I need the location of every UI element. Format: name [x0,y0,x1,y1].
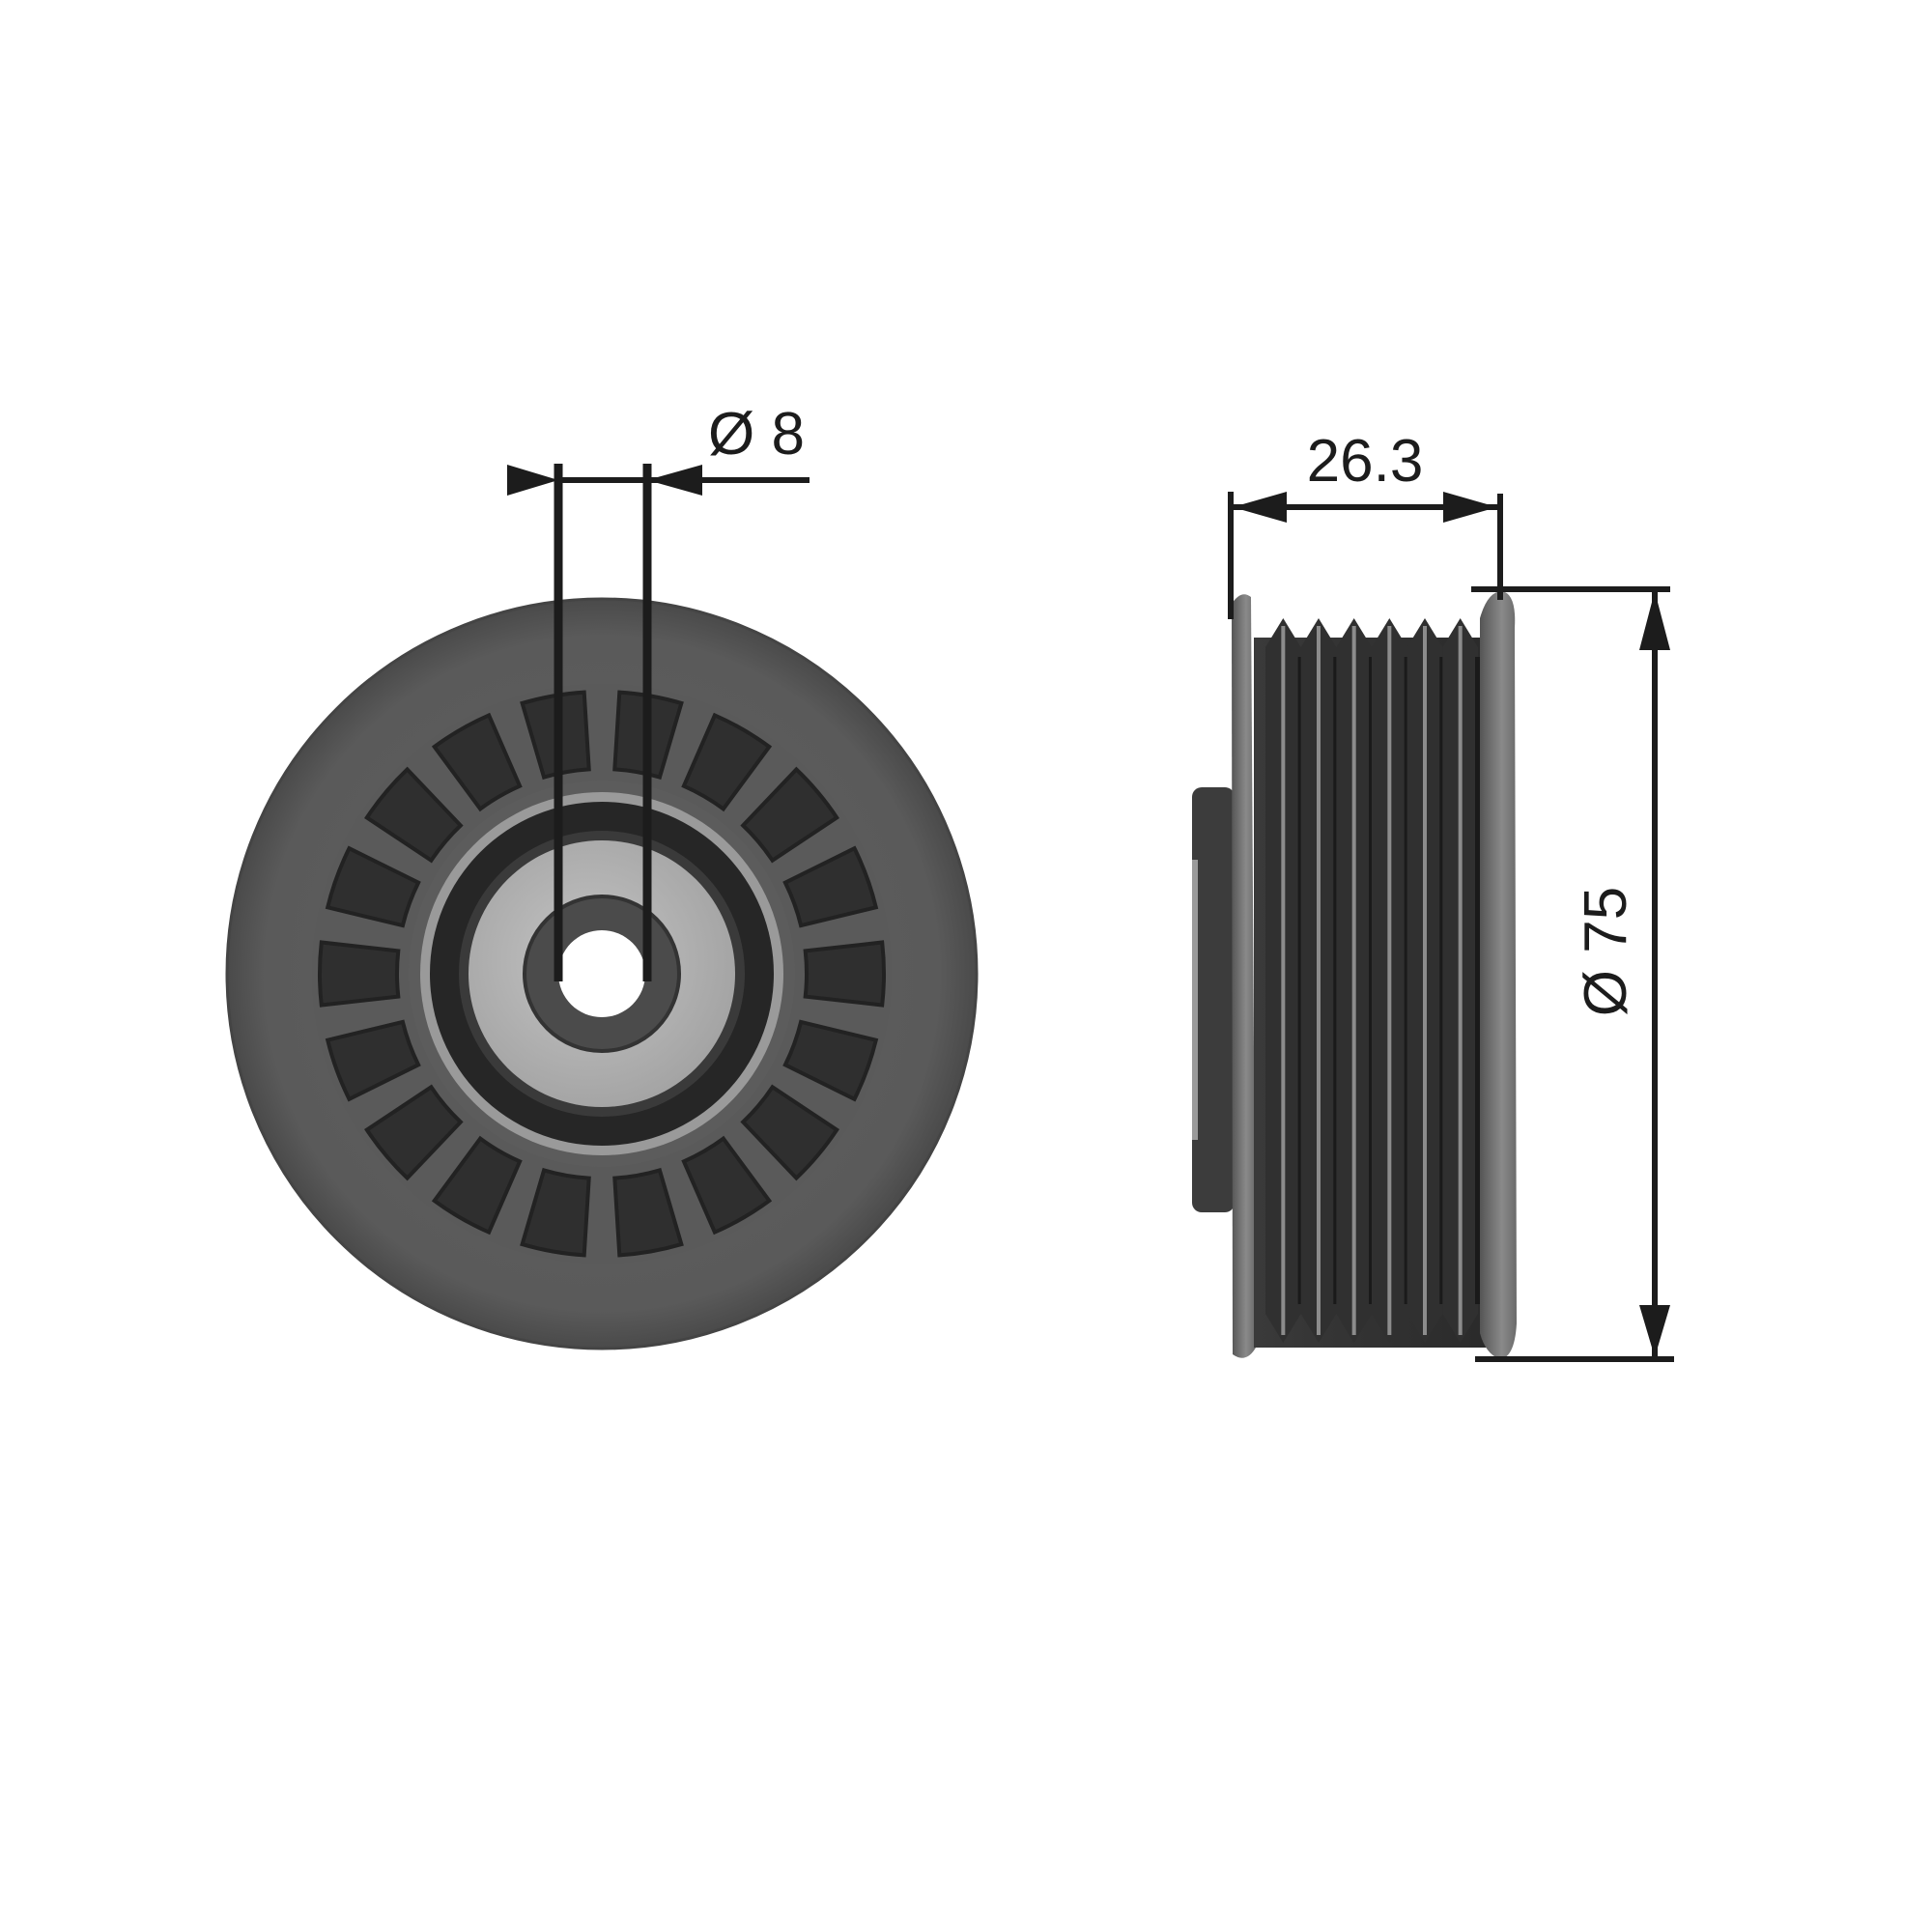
outer-diameter-dimension [1471,586,1674,1362]
arrow-left-icon [647,465,702,496]
pocket [431,1135,523,1236]
pocket [681,1135,773,1236]
arrow-down-icon [1639,1305,1670,1357]
arrow-up-icon [1639,591,1670,650]
arrow-right-icon [507,465,558,496]
pocket [782,1019,879,1102]
pocket [681,712,773,812]
pocket [318,940,401,1008]
pocket [325,1019,421,1102]
bore-dimension-label: Ø 8 [708,401,805,468]
right-flange [1480,591,1517,1359]
outer-diameter-label: Ø 75 [1573,887,1639,1016]
pocket [782,845,879,928]
pocket [431,712,523,812]
bore-dimension [507,464,810,981]
pocket [325,845,421,928]
arrow-left-icon [1233,492,1287,523]
hub-boss [1192,787,1235,1212]
hub-boss-highlight [1192,860,1198,1140]
pocket [612,1167,684,1258]
pocket [364,1084,464,1181]
pockets [318,690,886,1258]
left-flange [1232,594,1256,1358]
pocket [520,1167,591,1258]
ribs [1265,618,1481,1343]
side-view [1192,591,1517,1359]
pocket [740,1084,839,1181]
arrow-right-icon [1443,492,1497,523]
bore-hole [558,930,645,1017]
pocket [364,766,464,864]
front-view [225,597,979,1350]
pocket [740,766,839,864]
width-dimension-label: 26.3 [1307,428,1424,495]
width-dimension [1228,492,1503,619]
pocket [803,940,886,1008]
